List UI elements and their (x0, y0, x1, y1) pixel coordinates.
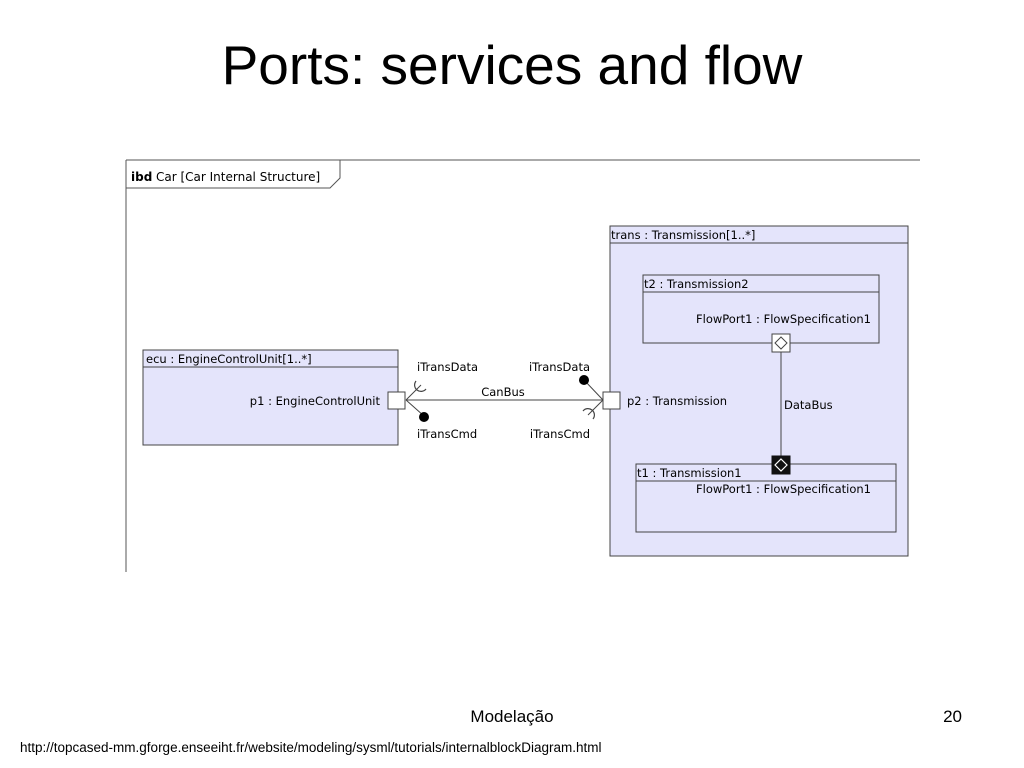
left-itransdata-label: iTransData (417, 360, 478, 374)
trans-block-title: trans : Transmission[1..*] (611, 228, 755, 242)
ecu-block-title: ecu : EngineControlUnit[1..*] (146, 352, 312, 366)
databus-label: DataBus (784, 398, 833, 412)
t2-part[interactable]: t2 : Transmission2 FlowPort1 : FlowSpeci… (642, 274, 880, 344)
itranscmd-lollipop-icon (419, 412, 429, 422)
footer-title: Modelação (470, 707, 554, 726)
itransdata-lollipop-icon (579, 375, 589, 385)
inout-flow-icon (774, 336, 788, 350)
diagram-frame: ibd Car [Car Internal Structure] (125, 159, 920, 572)
right-itransdata-label: iTransData (529, 360, 590, 374)
t2-part-title: t2 : Transmission2 (644, 277, 749, 291)
frame-kind-label: ibd (131, 170, 152, 184)
ecu-block[interactable]: ecu : EngineControlUnit[1..*] p1 : Engin… (142, 349, 399, 446)
canbus-connector[interactable]: CanBus (406, 385, 603, 401)
t1-flowport-label: FlowPort1 : FlowSpecification1 (696, 482, 871, 496)
frame-name-label: Car [Car Internal Structure] (156, 170, 320, 184)
slide-title: Ports: services and flow (221, 34, 803, 96)
t2-flowport[interactable] (771, 333, 791, 353)
t1-part[interactable]: t1 : Transmission1 FlowPort1 : FlowSpeci… (635, 463, 897, 533)
t1-part-title: t1 : Transmission1 (637, 466, 742, 480)
source-url: http://topcased-mm.gforge.enseeiht.fr/we… (20, 740, 602, 755)
t1-flowport[interactable] (771, 455, 791, 475)
p2-port[interactable] (602, 391, 621, 410)
left-itranscmd-label: iTransCmd (417, 427, 477, 441)
canbus-label: CanBus (481, 385, 525, 399)
p1-port[interactable] (387, 391, 406, 410)
ecu-port-label: p1 : EngineControlUnit (250, 394, 381, 408)
inout-flow-icon (774, 458, 788, 472)
trans-port-label: p2 : Transmission (627, 394, 727, 408)
page-number: 20 (943, 707, 962, 726)
itransdata-socket-icon (414, 380, 427, 392)
itranscmd-socket-icon (582, 408, 595, 420)
databus-connector[interactable]: DataBus (780, 351, 833, 456)
t2-flowport-label: FlowPort1 : FlowSpecification1 (696, 312, 871, 326)
right-itranscmd-label: iTransCmd (530, 427, 590, 441)
